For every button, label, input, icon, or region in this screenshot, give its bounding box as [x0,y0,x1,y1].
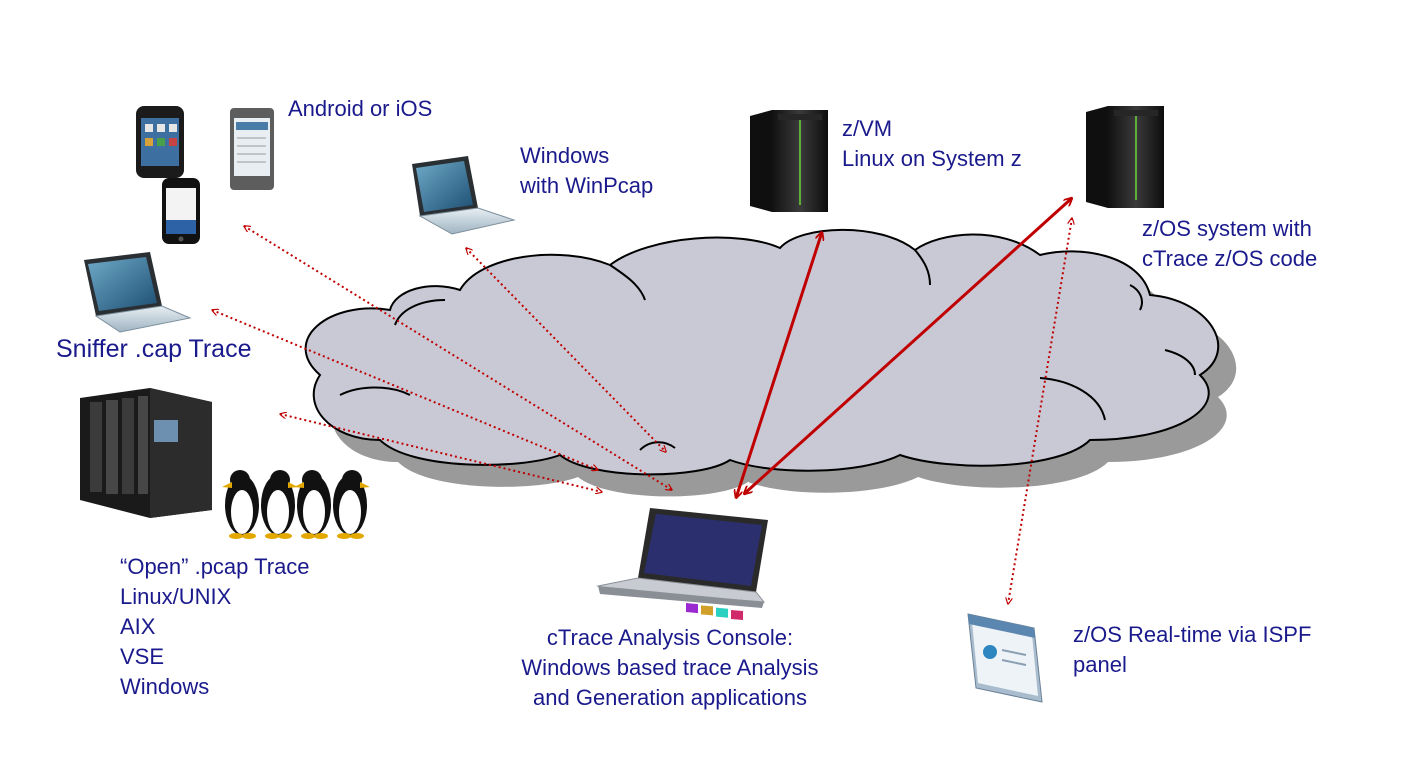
ispf-label: z/OS Real-time via ISPF panel [1073,620,1311,680]
mobile-label: Android or iOS [288,96,433,121]
windows-winpcap-label: Windows with WinPcap [520,141,653,201]
label-line: Linux/UNIX [120,584,232,609]
smartphone-icon [136,106,184,178]
iphone-icon [162,178,200,244]
mainframe-server-icon [1086,106,1164,208]
trace-arrows [212,198,1072,604]
zvm-label: z/VM Linux on System z [842,114,1022,174]
laptop-icon [84,252,192,333]
mainframe-server-icon [750,110,828,212]
penguin-icon [222,470,259,539]
laptop-icon [412,156,516,235]
windows-laptop-icon [596,508,768,621]
tablet-phone-icon [230,108,274,190]
label-line: Windows based trace Analysis [521,655,819,680]
penguin-icon [261,470,298,539]
label-line: Linux on System z [842,146,1022,171]
label-line: and Generation applications [533,685,807,710]
label-line: cTrace z/OS code [1142,246,1318,271]
ispf-window-icon [967,613,1043,703]
penguin-icon [294,470,331,539]
label-line: Windows [520,143,610,168]
label-line: z/VM [842,116,893,141]
label-line: z/OS system with [1142,216,1312,241]
open-pcap-label: “Open” .pcap Trace Linux/UNIX AIX VSE Wi… [120,552,310,702]
penguin-icon [333,470,370,539]
label-line: z/OS Real-time via ISPF [1073,622,1312,647]
console-label: cTrace Analysis Console: Windows based t… [490,623,850,713]
label-line: AIX [120,614,156,639]
label-line: Windows [120,674,210,699]
cloud-icon [304,228,1237,497]
arrow-zos-to-ispf [1008,218,1072,604]
server-rack-icon [80,388,212,518]
label-line: “Open” .pcap Trace [120,554,310,579]
zos-label: z/OS system with cTrace z/OS code [1142,214,1317,274]
label-line: with WinPcap [520,173,654,198]
label-line: cTrace Analysis Console: [546,625,794,650]
sniffer-label: Sniffer .cap Trace [56,335,252,363]
label-line: panel [1073,652,1127,677]
arrow-open-pcap-to-console [280,414,602,492]
label-line: VSE [120,644,165,669]
